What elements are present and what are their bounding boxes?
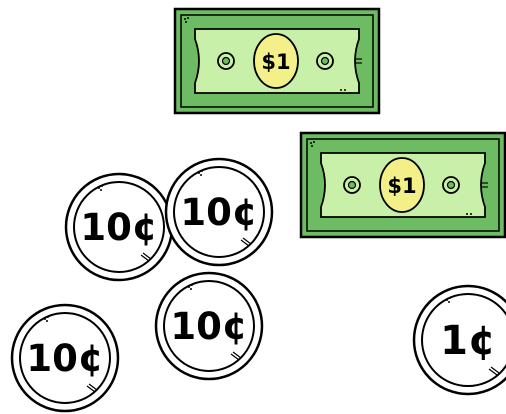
coin-dime-1: 10¢ <box>64 172 174 282</box>
coin-label: 1¢ <box>440 318 496 364</box>
dollar-bill-1: $1 <box>173 7 381 115</box>
coin-label: 10¢ <box>26 337 103 380</box>
coin-label: 10¢ <box>180 191 257 234</box>
coin-label: 10¢ <box>80 206 157 249</box>
coin-dime-2: 10¢ <box>164 157 274 267</box>
coin-dime-3: 10¢ <box>154 271 264 381</box>
coin-penny: 1¢ <box>412 284 506 396</box>
bill-label: $1 <box>387 174 416 198</box>
coin-dime-4: 10¢ <box>10 303 120 413</box>
bill-label: $1 <box>261 50 290 74</box>
dollar-bill-2: $1 <box>299 131 506 239</box>
coin-label: 10¢ <box>170 305 247 348</box>
